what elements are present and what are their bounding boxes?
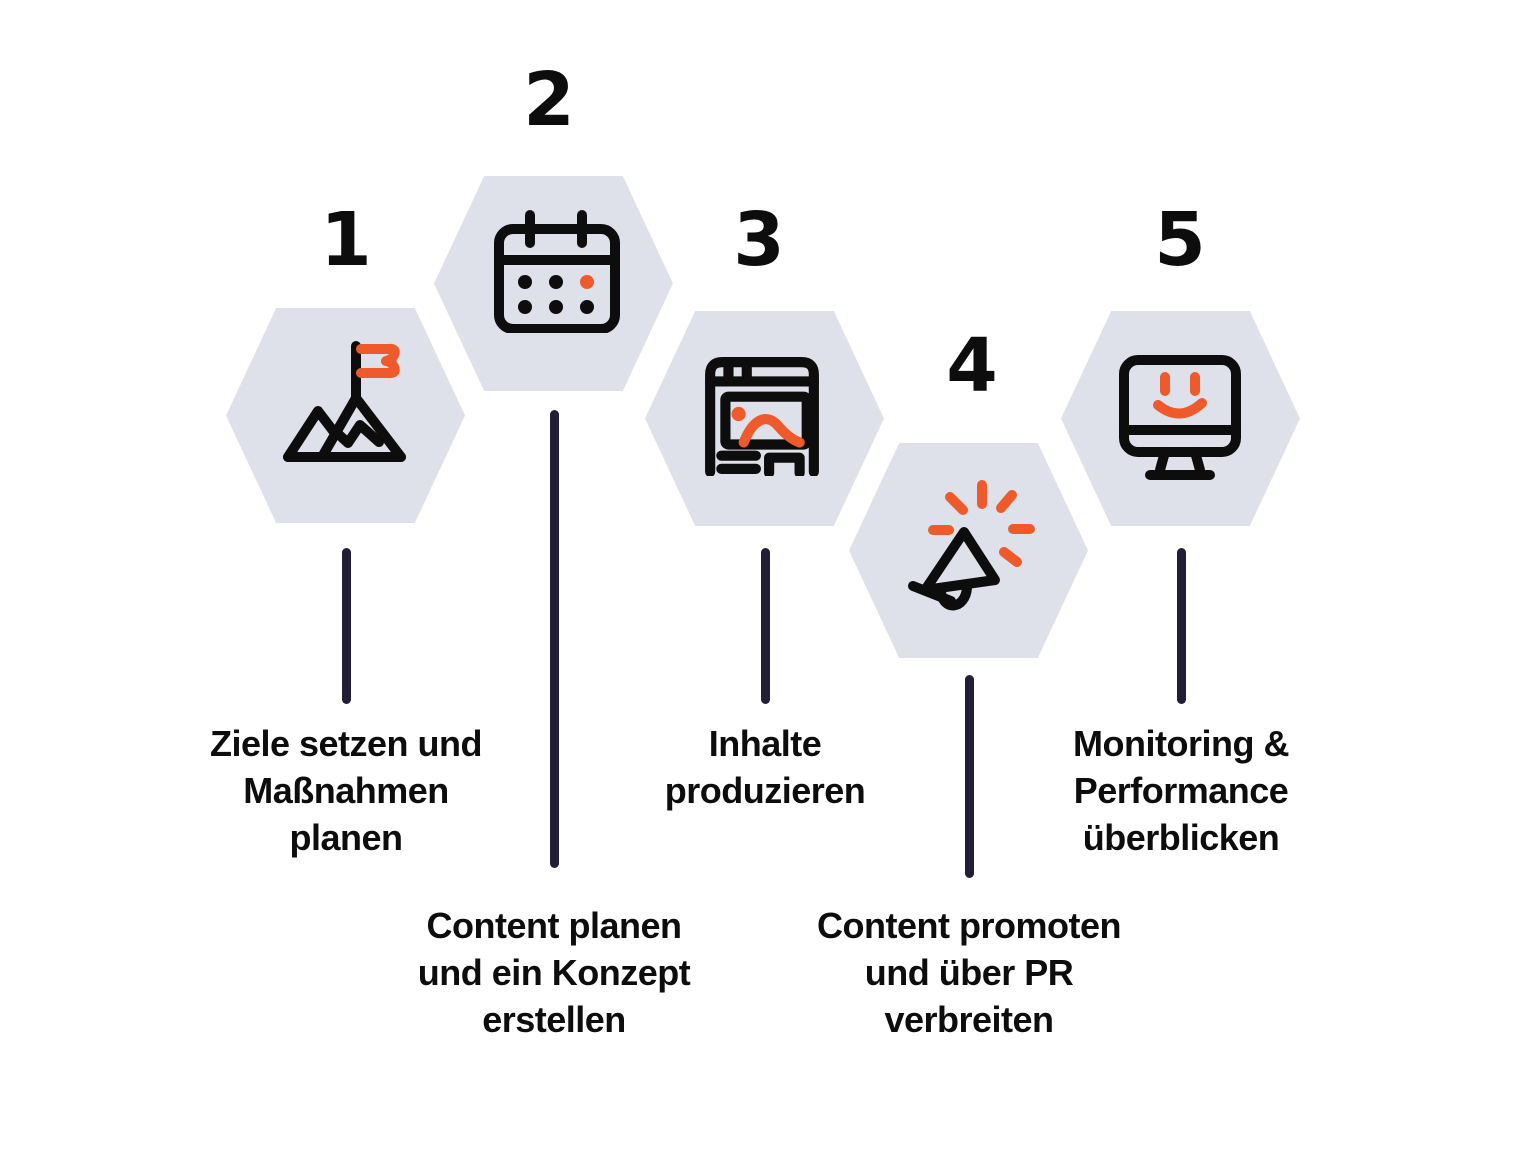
label-line: erstellen (482, 999, 626, 1040)
label-line: Monitoring & (1073, 723, 1289, 764)
step-2-label: Content planen und ein Konzept erstellen (334, 902, 774, 1043)
label-line: Content promoten (817, 905, 1121, 946)
mountain-flag-icon (283, 341, 406, 462)
webpage-content-icon (705, 357, 819, 476)
step-3-number: 3 (733, 197, 785, 283)
step-5-label: Monitoring & Performance überblicken (961, 720, 1401, 861)
label-line: planen (289, 817, 403, 858)
step-1-label: Ziele setzen und Maßnahmen planen (126, 720, 566, 861)
step-3-label: Inhalte produzieren (545, 720, 985, 814)
step-5-hexagon (1061, 311, 1300, 526)
step-4-number: 4 (946, 323, 998, 409)
step-4-label: Content promoten und über PR verbreiten (749, 902, 1189, 1043)
step-4-hexagon (849, 443, 1088, 658)
label-line: Maßnahmen (243, 770, 449, 811)
step-2-hexagon (434, 176, 673, 391)
label-line: Performance (1073, 770, 1289, 811)
monitor-smiley-icon (1119, 355, 1241, 480)
label-line: überblicken (1082, 817, 1280, 858)
megaphone-icon (908, 480, 1035, 611)
step-1-hexagon (226, 308, 465, 523)
step-4-connector-line (965, 675, 974, 878)
step-1-number: 1 (320, 197, 372, 283)
label-line: und über PR (864, 952, 1074, 993)
step-5-connector-line (1177, 548, 1186, 704)
step-5-number: 5 (1154, 197, 1206, 283)
step-3-hexagon (645, 311, 884, 526)
label-line: produzieren (664, 770, 866, 811)
step-1-connector-line (342, 548, 351, 704)
step-2-number: 2 (523, 57, 575, 143)
label-line: Content planen (426, 905, 682, 946)
label-line: und ein Konzept (417, 952, 691, 993)
calendar-icon (494, 210, 620, 333)
label-line: Ziele setzen und (209, 723, 483, 764)
label-line: verbreiten (884, 999, 1054, 1040)
step-2-connector-line (550, 410, 559, 868)
step-3-connector-line (761, 548, 770, 704)
label-line: Inhalte (708, 723, 822, 764)
